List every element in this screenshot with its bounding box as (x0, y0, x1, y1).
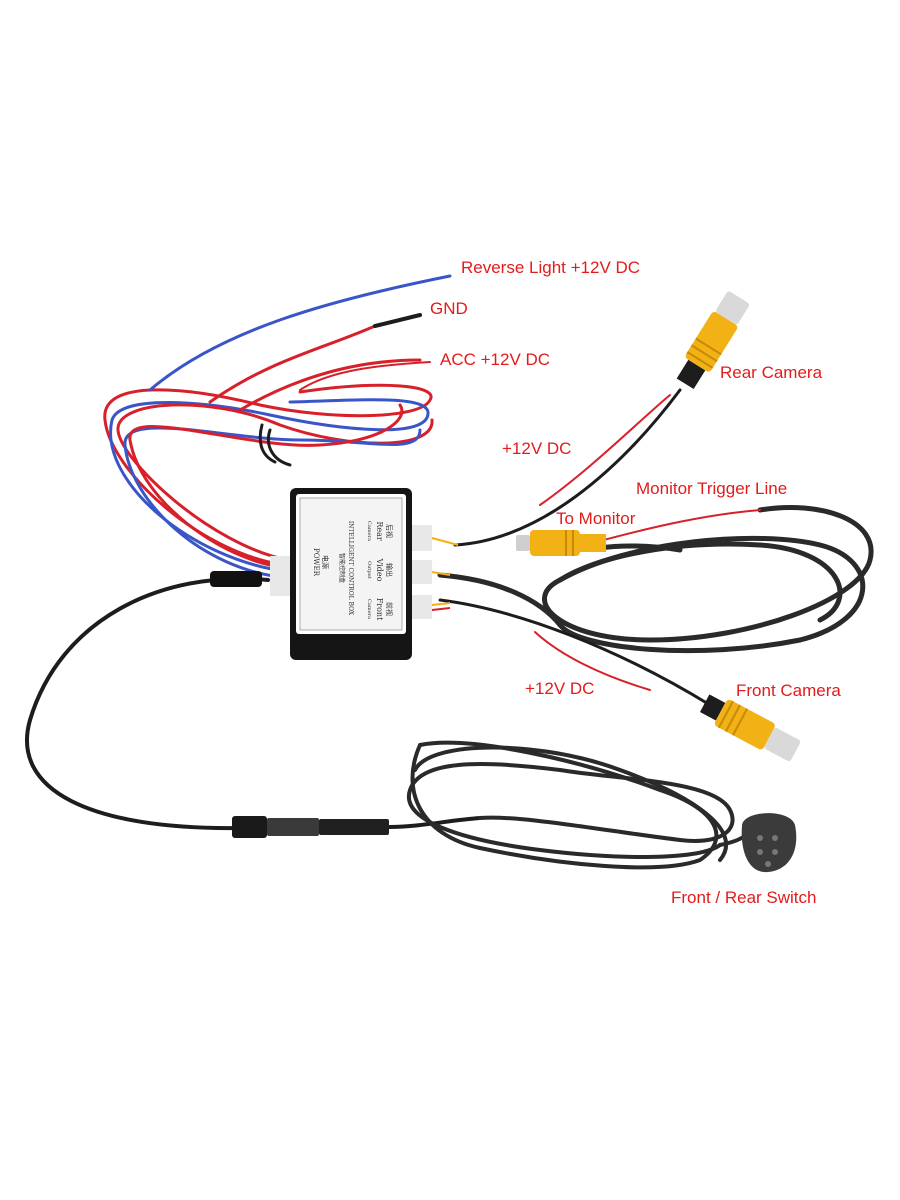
label-front-camera: Front Camera (736, 681, 841, 700)
box-title-en: INTELLIGENT CONTROL BOX (347, 521, 354, 616)
label-acc: ACC +12V DC (440, 350, 551, 369)
rear-camera-cable (453, 388, 682, 547)
rear-camera-rca (676, 291, 750, 390)
box-video-cn: 输出 (385, 563, 394, 577)
box-power-cn: 电源 (321, 555, 330, 569)
box-rear-en: Rear (375, 521, 384, 541)
front-camera-rca (699, 694, 801, 762)
box-video-en: Video (375, 558, 384, 582)
label-front-12v: +12V DC (525, 679, 595, 698)
label-to-monitor: To Monitor (556, 509, 636, 528)
box-front-sub: Camera (366, 599, 372, 619)
label-rear-12v: +12V DC (502, 439, 572, 458)
label-reverse-light: Reverse Light +12V DC (461, 258, 641, 277)
box-front-cn: 前视 (385, 602, 394, 616)
box-title-cn: 智能控制盒 (338, 553, 346, 583)
label-front-rear-switch: Front / Rear Switch (671, 888, 817, 907)
switch-coil (406, 740, 750, 870)
box-front-en: Front (375, 598, 384, 621)
box-video-sub: Output (366, 561, 372, 579)
intelligent-control-box (270, 488, 459, 660)
box-rear-cn: 后视 (385, 524, 394, 538)
switch-cable (24, 571, 270, 831)
front-rear-switch (741, 813, 797, 873)
label-monitor-trigger: Monitor Trigger Line (636, 479, 788, 498)
power-harness (103, 274, 452, 580)
box-power-en: POWER (312, 548, 320, 577)
to-monitor-rca (516, 530, 606, 556)
box-rear-sub: Camera (366, 521, 372, 541)
video-output-cable (437, 504, 874, 654)
front-camera-cable (438, 598, 712, 707)
label-rear-camera: Rear Camera (720, 363, 823, 382)
label-gnd: GND (430, 299, 468, 318)
